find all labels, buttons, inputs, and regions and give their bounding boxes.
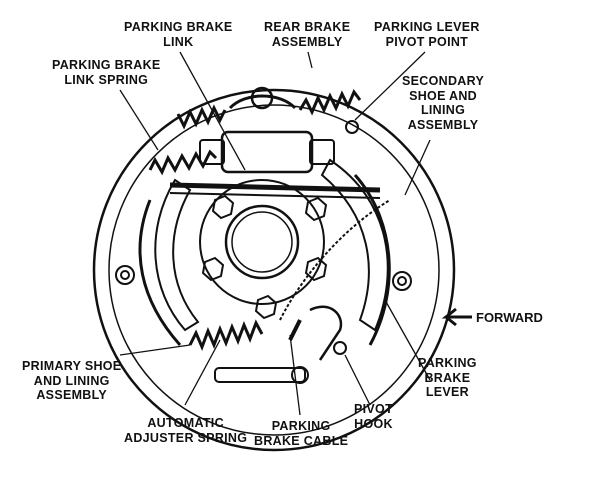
adjuster-screw [214, 367, 306, 383]
mounting-bolt [345, 120, 359, 134]
parking-brake-lever [309, 305, 343, 361]
mounting-bolt [115, 265, 135, 285]
backing-plate-inner [108, 104, 440, 436]
parking-brake-link [169, 182, 381, 193]
adjuster-spring [188, 319, 264, 352]
lug-nut [304, 256, 328, 282]
primary-shoe [154, 178, 200, 332]
link-spring [148, 149, 218, 176]
mounting-bolt [392, 271, 412, 291]
primary-return-spring [176, 104, 227, 130]
secondary-return-spring [298, 89, 362, 116]
backing-plate-outer [92, 88, 456, 452]
label-forward: FORWARD [476, 310, 543, 325]
lug-nut [211, 194, 235, 220]
forward-arrow [441, 307, 472, 327]
hub-inner [224, 204, 300, 280]
wheel-cylinder [220, 130, 314, 174]
hub-outer [199, 179, 325, 305]
hub-center [231, 211, 293, 273]
lug-nut [201, 256, 225, 282]
secondary-shoe [320, 158, 389, 332]
parking-brake-cable [279, 199, 391, 321]
lug-nut [304, 196, 328, 222]
lug-nut [254, 294, 278, 320]
shoe-lining-left [138, 199, 182, 346]
